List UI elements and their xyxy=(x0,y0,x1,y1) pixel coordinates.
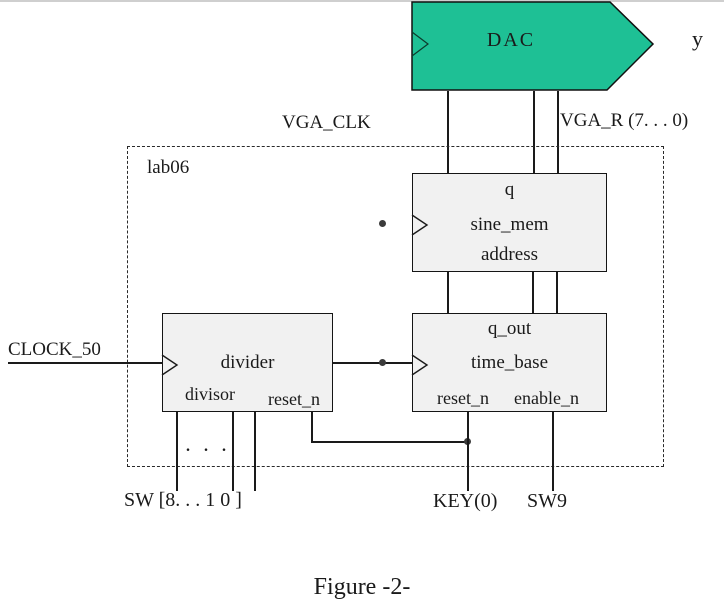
lab06-label: lab06 xyxy=(147,157,190,178)
wire-sw9 xyxy=(552,412,554,491)
wire-dac-sinemem-1 xyxy=(447,91,449,173)
wire-resetn-link xyxy=(311,441,469,443)
time-base-name: time_base xyxy=(470,352,549,373)
wire-sw-2 xyxy=(232,412,234,491)
time-base-clock-chevron-icon xyxy=(411,354,429,376)
figure-caption: Figure -2- xyxy=(313,574,411,600)
dac-block xyxy=(411,1,655,91)
dac-output-label: y xyxy=(692,26,703,51)
top-border-strip xyxy=(0,0,724,2)
wire-sinemem-timebase-2 xyxy=(532,272,534,313)
sine-mem-block: q sine_mem address xyxy=(411,173,607,272)
wire-divider-resetn-vertical xyxy=(311,412,313,443)
wire-sinemem-timebase-3 xyxy=(556,272,558,313)
sine-mem-name: sine_mem xyxy=(470,214,549,235)
wire-sw-3 xyxy=(254,412,256,491)
time-base-port-q-out: q_out xyxy=(487,318,532,339)
clock-junction-dot xyxy=(379,359,386,366)
wire-sinemem-timebase-1 xyxy=(447,272,449,313)
vga-r-label: VGA_R (7. . . 0) xyxy=(560,110,689,131)
wire-key0 xyxy=(467,412,469,491)
divider-port-divisor: divisor xyxy=(185,384,236,404)
divider-clock-chevron-icon xyxy=(161,354,179,376)
time-base-block: q_out time_base reset_n enable_n xyxy=(411,313,607,412)
sine-mem-clock-junction-dot xyxy=(379,220,386,227)
clock-50-label: CLOCK_50 xyxy=(8,339,101,360)
sw9-label: SW9 xyxy=(527,490,567,512)
wire-divider-timebase xyxy=(333,362,413,364)
divider-name: divider xyxy=(220,352,275,373)
wire-dac-sinemem-3 xyxy=(557,91,559,173)
sw-bus-label: SW [8. . . 1 0 ] xyxy=(124,489,242,511)
dac-clock-chevron-icon xyxy=(411,31,429,57)
wire-dac-sinemem-2 xyxy=(533,91,535,173)
time-base-port-enable-n: enable_n xyxy=(514,388,579,408)
wire-sw-1 xyxy=(176,412,178,491)
dac-label: DAC xyxy=(486,29,536,51)
divider-port-reset-n: reset_n xyxy=(268,389,320,409)
lab06-box xyxy=(127,146,664,467)
sine-mem-port-q: q xyxy=(504,179,515,200)
vga-clk-label: VGA_CLK xyxy=(282,112,371,133)
dac-arrow-shape xyxy=(411,1,655,91)
time-base-port-reset-n: reset_n xyxy=(437,388,489,408)
sw-wires-ellipsis: . . . xyxy=(186,438,231,455)
divider-block: divider divisor reset_n xyxy=(161,313,333,412)
sine-mem-port-address: address xyxy=(481,244,538,265)
key0-label: KEY(0) xyxy=(433,490,498,512)
sine-mem-clock-chevron-icon xyxy=(411,214,429,236)
wire-clock50 xyxy=(8,362,163,364)
